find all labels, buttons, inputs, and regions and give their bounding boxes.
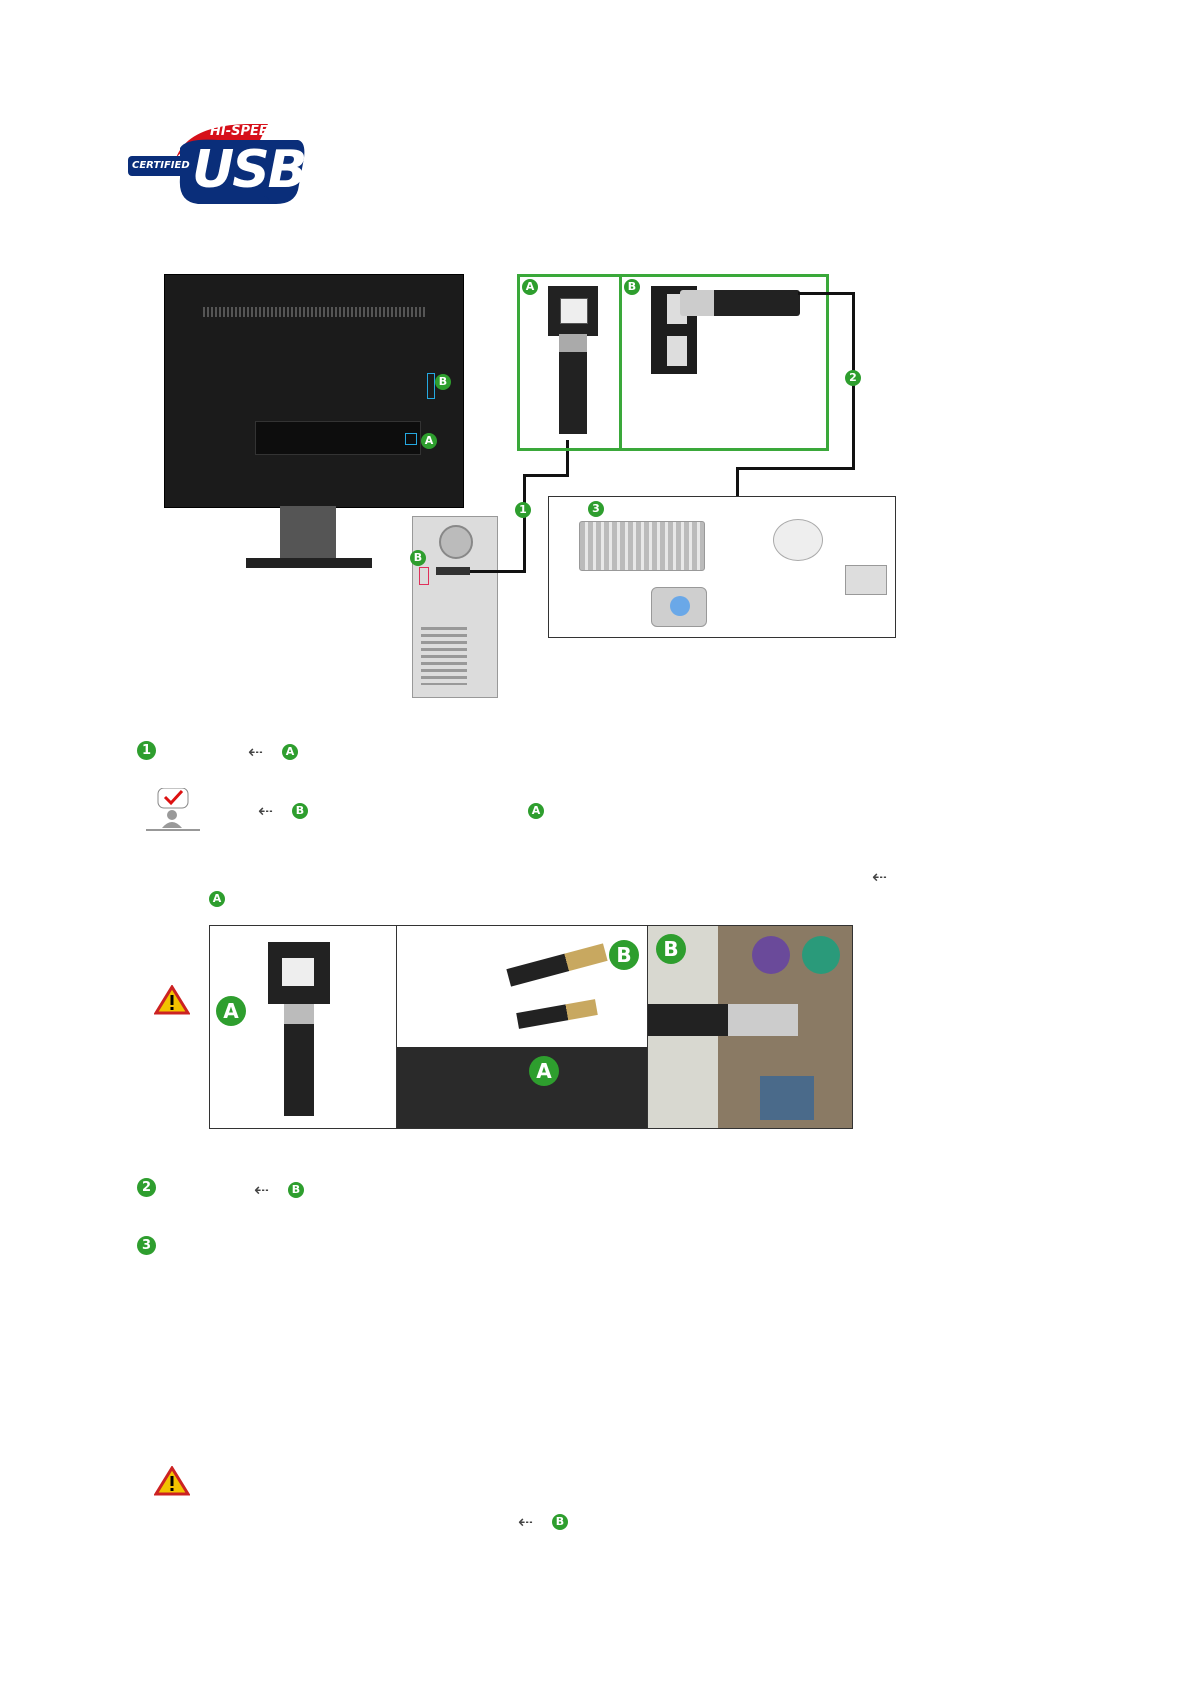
note-port-a-badge: A xyxy=(528,803,544,819)
usb-b-plug-image xyxy=(559,334,587,434)
step-1-usb-a-symbol: ⇠ A xyxy=(248,742,304,764)
step-3-number: 3 xyxy=(137,1236,156,1255)
step-2-number: 2 xyxy=(137,1178,156,1197)
monitor-label-b: B xyxy=(435,374,451,390)
photo-label-b-1: B xyxy=(609,940,639,970)
usb-port-b-badge: B xyxy=(288,1182,304,1198)
monitor-label-a: A xyxy=(421,433,437,449)
panel-label-b: B xyxy=(624,279,640,295)
logo-tm-text: TM xyxy=(262,196,271,202)
step-2-usb-b-symbol: ⇠ B xyxy=(254,1180,310,1202)
external-drive-image xyxy=(845,565,887,595)
photo-label-a-2: A xyxy=(529,1056,559,1086)
usb-symbol-icon: ⇠ xyxy=(872,867,888,888)
pc-usb-plug xyxy=(436,567,470,575)
cable-1-horizontal xyxy=(470,570,525,573)
port-panel-b xyxy=(619,274,829,451)
cable-2-bottom xyxy=(736,467,855,470)
logo-hi-speed-text: HI-SPEED xyxy=(210,124,279,139)
photo-usb-cable: B A xyxy=(397,926,647,1128)
panel-label-a: A xyxy=(522,279,538,295)
photo-strip: A B A B xyxy=(209,925,853,1129)
monitor-port-panel xyxy=(255,421,421,455)
warning-triangle-icon xyxy=(153,984,191,1015)
photo-usb-b-port: A xyxy=(210,926,397,1128)
photo-label-b-2: B xyxy=(656,934,686,964)
pc-usb-port-highlight xyxy=(419,567,429,585)
usb-logo: HI-SPEED CERTIFIED USB TM xyxy=(128,118,308,208)
usb-symbol-icon: ⇠ xyxy=(248,742,264,763)
cable-1-vertical xyxy=(523,474,526,573)
note-usb-b-symbol: ⇠ B xyxy=(258,801,314,823)
logo-usb-text: USB xyxy=(192,140,307,200)
pc-label-b: B xyxy=(410,550,426,566)
photo-label-a-1: A xyxy=(216,996,246,1026)
note-icon xyxy=(146,787,202,832)
diagram-step-2: 2 xyxy=(845,370,861,386)
usb-port-b-badge: B xyxy=(552,1514,568,1530)
pc-fan xyxy=(439,525,473,559)
cable-2-down xyxy=(736,467,739,497)
note-port-a-badge-2: A xyxy=(209,891,225,907)
logo-certified-text: CERTIFIED xyxy=(132,160,190,171)
pc-slots xyxy=(421,627,467,685)
keyboard-image xyxy=(579,521,705,571)
usb-port-b-badge: B xyxy=(292,803,308,819)
usb-b-port-image xyxy=(548,286,598,336)
usb-port-a-badge: A xyxy=(282,744,298,760)
checkmark-person-icon xyxy=(146,787,200,831)
monitor-vent xyxy=(203,307,427,317)
connection-diagram: B A B 1 A B 2 3 xyxy=(160,270,940,702)
camera-image xyxy=(651,587,707,627)
warning-icon xyxy=(153,984,191,1015)
usb-symbol-icon: ⇠ xyxy=(518,1512,534,1533)
diagram-step-3: 3 xyxy=(588,501,604,517)
monitor-stand xyxy=(280,506,336,560)
step-1-number: 1 xyxy=(137,741,156,760)
monitor-usb-b-highlight xyxy=(427,373,435,399)
warning-usb-b-symbol: ⇠ B xyxy=(518,1512,574,1534)
usb-symbol-icon: ⇠ xyxy=(254,1180,270,1201)
usb-symbol-icon: ⇠ xyxy=(258,801,274,822)
warning-icon-2 xyxy=(153,1465,191,1496)
cable-2-top xyxy=(798,292,855,295)
cable-1-top xyxy=(523,474,568,477)
diagram-step-1: 1 xyxy=(515,502,531,518)
peripherals-box: 3 xyxy=(548,496,896,638)
monitor-stand-base xyxy=(246,558,372,568)
photo-pc-usb-port: B xyxy=(647,926,852,1128)
usb-a-plug-image xyxy=(680,290,800,316)
cable-1-up xyxy=(566,440,569,477)
mouse-image xyxy=(773,519,823,561)
warning-triangle-icon xyxy=(153,1465,191,1496)
usb-logo-graphic xyxy=(128,124,305,204)
monitor-back-image xyxy=(164,274,464,508)
pc-tower-image xyxy=(412,516,498,698)
monitor-usb-a-highlight xyxy=(405,433,417,445)
